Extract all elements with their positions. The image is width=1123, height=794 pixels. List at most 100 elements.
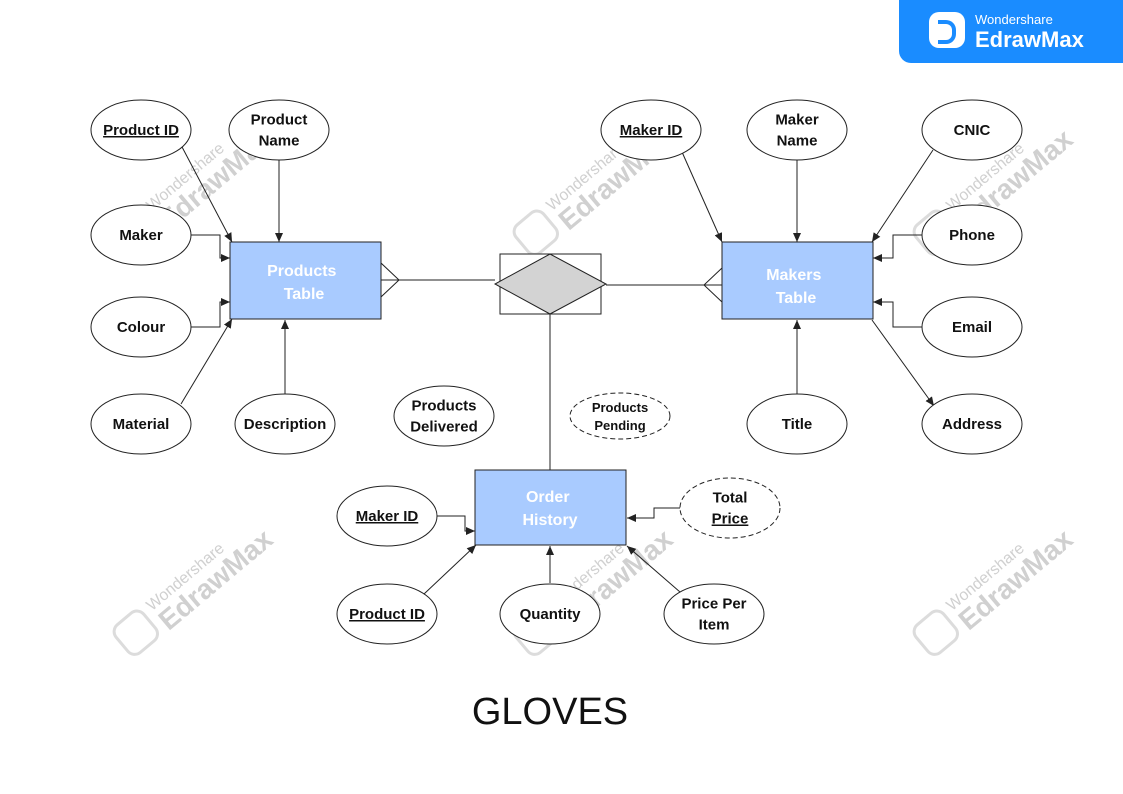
connector-phone (873, 234, 922, 262)
attribute-ellipse (336, 485, 438, 547)
entity-box (229, 241, 382, 320)
attribute-ellipse (90, 204, 192, 266)
attribute-ellipse (336, 583, 438, 645)
attribute-label: Maker (775, 112, 819, 129)
attribute-ellipse (746, 99, 848, 161)
attribute-ellipse (90, 296, 192, 358)
attribute-quantity[interactable]: Quantity (499, 583, 601, 645)
connector-order-product-id (423, 544, 477, 595)
attribute-ellipse (228, 99, 330, 161)
attribute-title[interactable]: Title (746, 393, 848, 455)
watermark-logo-icon (112, 609, 159, 656)
attribute-ellipse (393, 385, 495, 447)
connector-address (871, 319, 935, 407)
attribute-label: Product (251, 112, 308, 129)
attribute-label: Maker (119, 227, 163, 244)
attribute-ellipse (90, 393, 192, 455)
entity-order-history[interactable]: Order History (474, 469, 627, 546)
attribute-ellipse (499, 583, 601, 645)
attribute-label: Email (952, 319, 992, 336)
crow-foot-makers (703, 267, 723, 303)
attribute-label: Quantity (520, 606, 581, 623)
attribute-ellipse (921, 204, 1023, 266)
entity-products-table[interactable]: Products Table (229, 241, 382, 320)
attribute-label: Phone (949, 227, 995, 244)
attribute-label: Address (942, 416, 1002, 433)
brand-badge[interactable]: Wondershare EdrawMax (899, 0, 1123, 63)
entity-label-line: Table (776, 290, 817, 307)
entity-label: Makers Table (766, 267, 826, 307)
diagram-title: GLOVES (472, 691, 628, 733)
connector-total-price (627, 507, 681, 522)
attribute-email[interactable]: Email (921, 296, 1023, 358)
connector-product-id (180, 144, 233, 243)
entity-label-line: Products (267, 263, 336, 280)
attribute-ellipse (921, 393, 1023, 455)
attribute-address[interactable]: Address (921, 393, 1023, 455)
attribute-label: Products (592, 400, 648, 415)
attribute-ellipse (234, 393, 336, 455)
attribute-label: CNIC (954, 122, 991, 139)
relationship-diamond (493, 253, 608, 315)
attribute-label: Colour (117, 319, 165, 336)
attribute-label: Price Per (681, 596, 746, 613)
attribute-maker-id[interactable]: Maker ID (600, 99, 702, 161)
attribute-ellipse (679, 477, 781, 539)
attribute-ellipse (746, 393, 848, 455)
entity-label-line: Order (526, 489, 570, 506)
attribute-ellipse (90, 99, 192, 161)
attribute-label: Title (782, 416, 813, 433)
attribute-ellipse (921, 296, 1023, 358)
attribute-product-id[interactable]: Product ID (90, 99, 192, 161)
attribute-label: Name (259, 133, 300, 150)
connector-price-per-item (626, 545, 681, 593)
attribute-label: Item (699, 617, 730, 634)
attribute-label: Delivered (410, 419, 478, 436)
attribute-label: Pending (594, 418, 645, 433)
attribute-order-product-id[interactable]: Product ID (336, 583, 438, 645)
attribute-label: Maker ID (356, 508, 419, 525)
attribute-maker[interactable]: Maker (90, 204, 192, 266)
connectors (180, 144, 935, 595)
connector-maker (190, 234, 230, 262)
attribute-colour[interactable]: Colour (90, 296, 192, 358)
attribute-label: Product ID (349, 606, 425, 623)
connector-cnic (871, 149, 934, 243)
connector-colour (190, 298, 230, 328)
entity-label: Order History (522, 489, 577, 529)
attribute-ellipse (569, 392, 671, 440)
entity-label-line: History (522, 512, 577, 529)
entity-box (474, 469, 627, 546)
connector-email (873, 298, 922, 328)
connector-material (180, 318, 233, 405)
attribute-label: Products (411, 398, 476, 415)
watermark-logo-icon (512, 209, 559, 256)
attribute-description[interactable]: Description (234, 393, 336, 455)
attribute-label: Total (713, 490, 748, 507)
connector-order-maker-id (437, 515, 475, 535)
attribute-material[interactable]: Material (90, 393, 192, 455)
attribute-ellipse (600, 99, 702, 161)
attribute-cnic[interactable]: CNIC (921, 99, 1023, 161)
attribute-phone[interactable]: Phone (921, 204, 1023, 266)
attribute-label: Description (244, 416, 327, 433)
attribute-label: Name (777, 133, 818, 150)
attribute-order-maker-id[interactable]: Maker ID (336, 485, 438, 547)
attribute-label: Material (113, 416, 170, 433)
attribute-label: Product ID (103, 122, 179, 139)
attribute-layer: Product IDProductNameMakerColourMaterial… (90, 99, 1023, 645)
crow-foot-products (380, 262, 400, 298)
entity-makers-table[interactable]: Makers Table (721, 241, 874, 320)
entity-label-line: Makers (766, 267, 821, 284)
relationship-node[interactable] (493, 253, 608, 315)
